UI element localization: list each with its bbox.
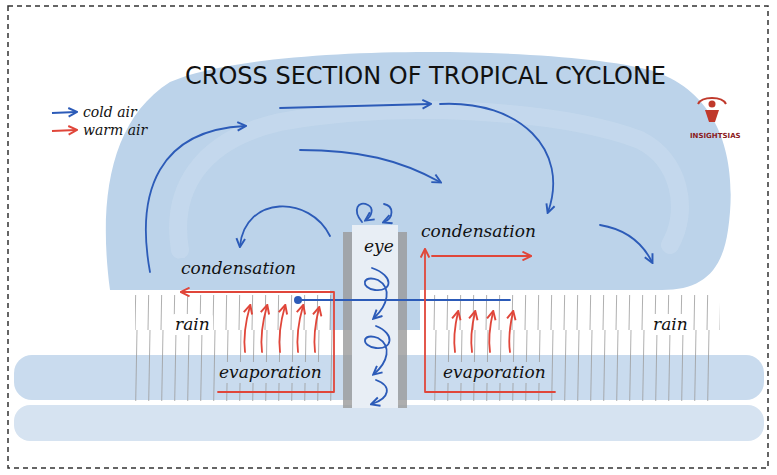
- dashed-frame: [8, 6, 768, 468]
- process-label: evaporation: [440, 362, 549, 383]
- cold-air-arrows: [146, 104, 652, 404]
- rain-label: rain: [172, 314, 213, 335]
- eye-label: eye: [361, 236, 397, 257]
- process-label-slot: condensation: [418, 221, 539, 242]
- legend-arrow-line: [52, 130, 76, 131]
- process-label-slot: condensation: [178, 258, 299, 279]
- process-label: condensation: [418, 221, 539, 242]
- eye-label-slot: eye: [361, 236, 397, 257]
- ocean-band: [14, 405, 764, 441]
- legend-text: cold air: [83, 104, 137, 121]
- logo-icon: [698, 98, 726, 122]
- legend-arrow-line: [52, 112, 76, 113]
- title-slot: CROSS SECTION OF TROPICAL CYCLONE: [185, 62, 666, 90]
- logo-text-slot: INSIGHTSIAS: [690, 124, 741, 142]
- legend-arrow: [50, 105, 80, 119]
- process-label-slot: evaporation: [440, 362, 549, 383]
- eye-wall: [343, 232, 352, 408]
- legend-text: warm air: [83, 122, 147, 139]
- title: CROSS SECTION OF TROPICAL CYCLONE: [185, 62, 666, 90]
- rain-label-slot: rain: [172, 314, 213, 335]
- process-label: evaporation: [216, 362, 325, 383]
- rain-label: rain: [650, 314, 691, 335]
- process-label-slot: evaporation: [216, 362, 325, 383]
- cloud-mass: [106, 52, 731, 330]
- eye-column: [352, 225, 398, 408]
- cloud-highlight: [178, 110, 680, 250]
- logo-text: INSIGHTSIAS: [690, 132, 741, 141]
- legend-item: warm air: [50, 121, 147, 139]
- process-label: condensation: [178, 258, 299, 279]
- cold-air-dot: [294, 296, 302, 304]
- legend-item: cold air: [50, 103, 137, 121]
- eye-wall: [398, 232, 407, 408]
- legend-arrow: [50, 123, 80, 137]
- rain-label-slot: rain: [650, 314, 691, 335]
- rain-lines: [428, 295, 720, 401]
- rain-lines: [135, 295, 338, 401]
